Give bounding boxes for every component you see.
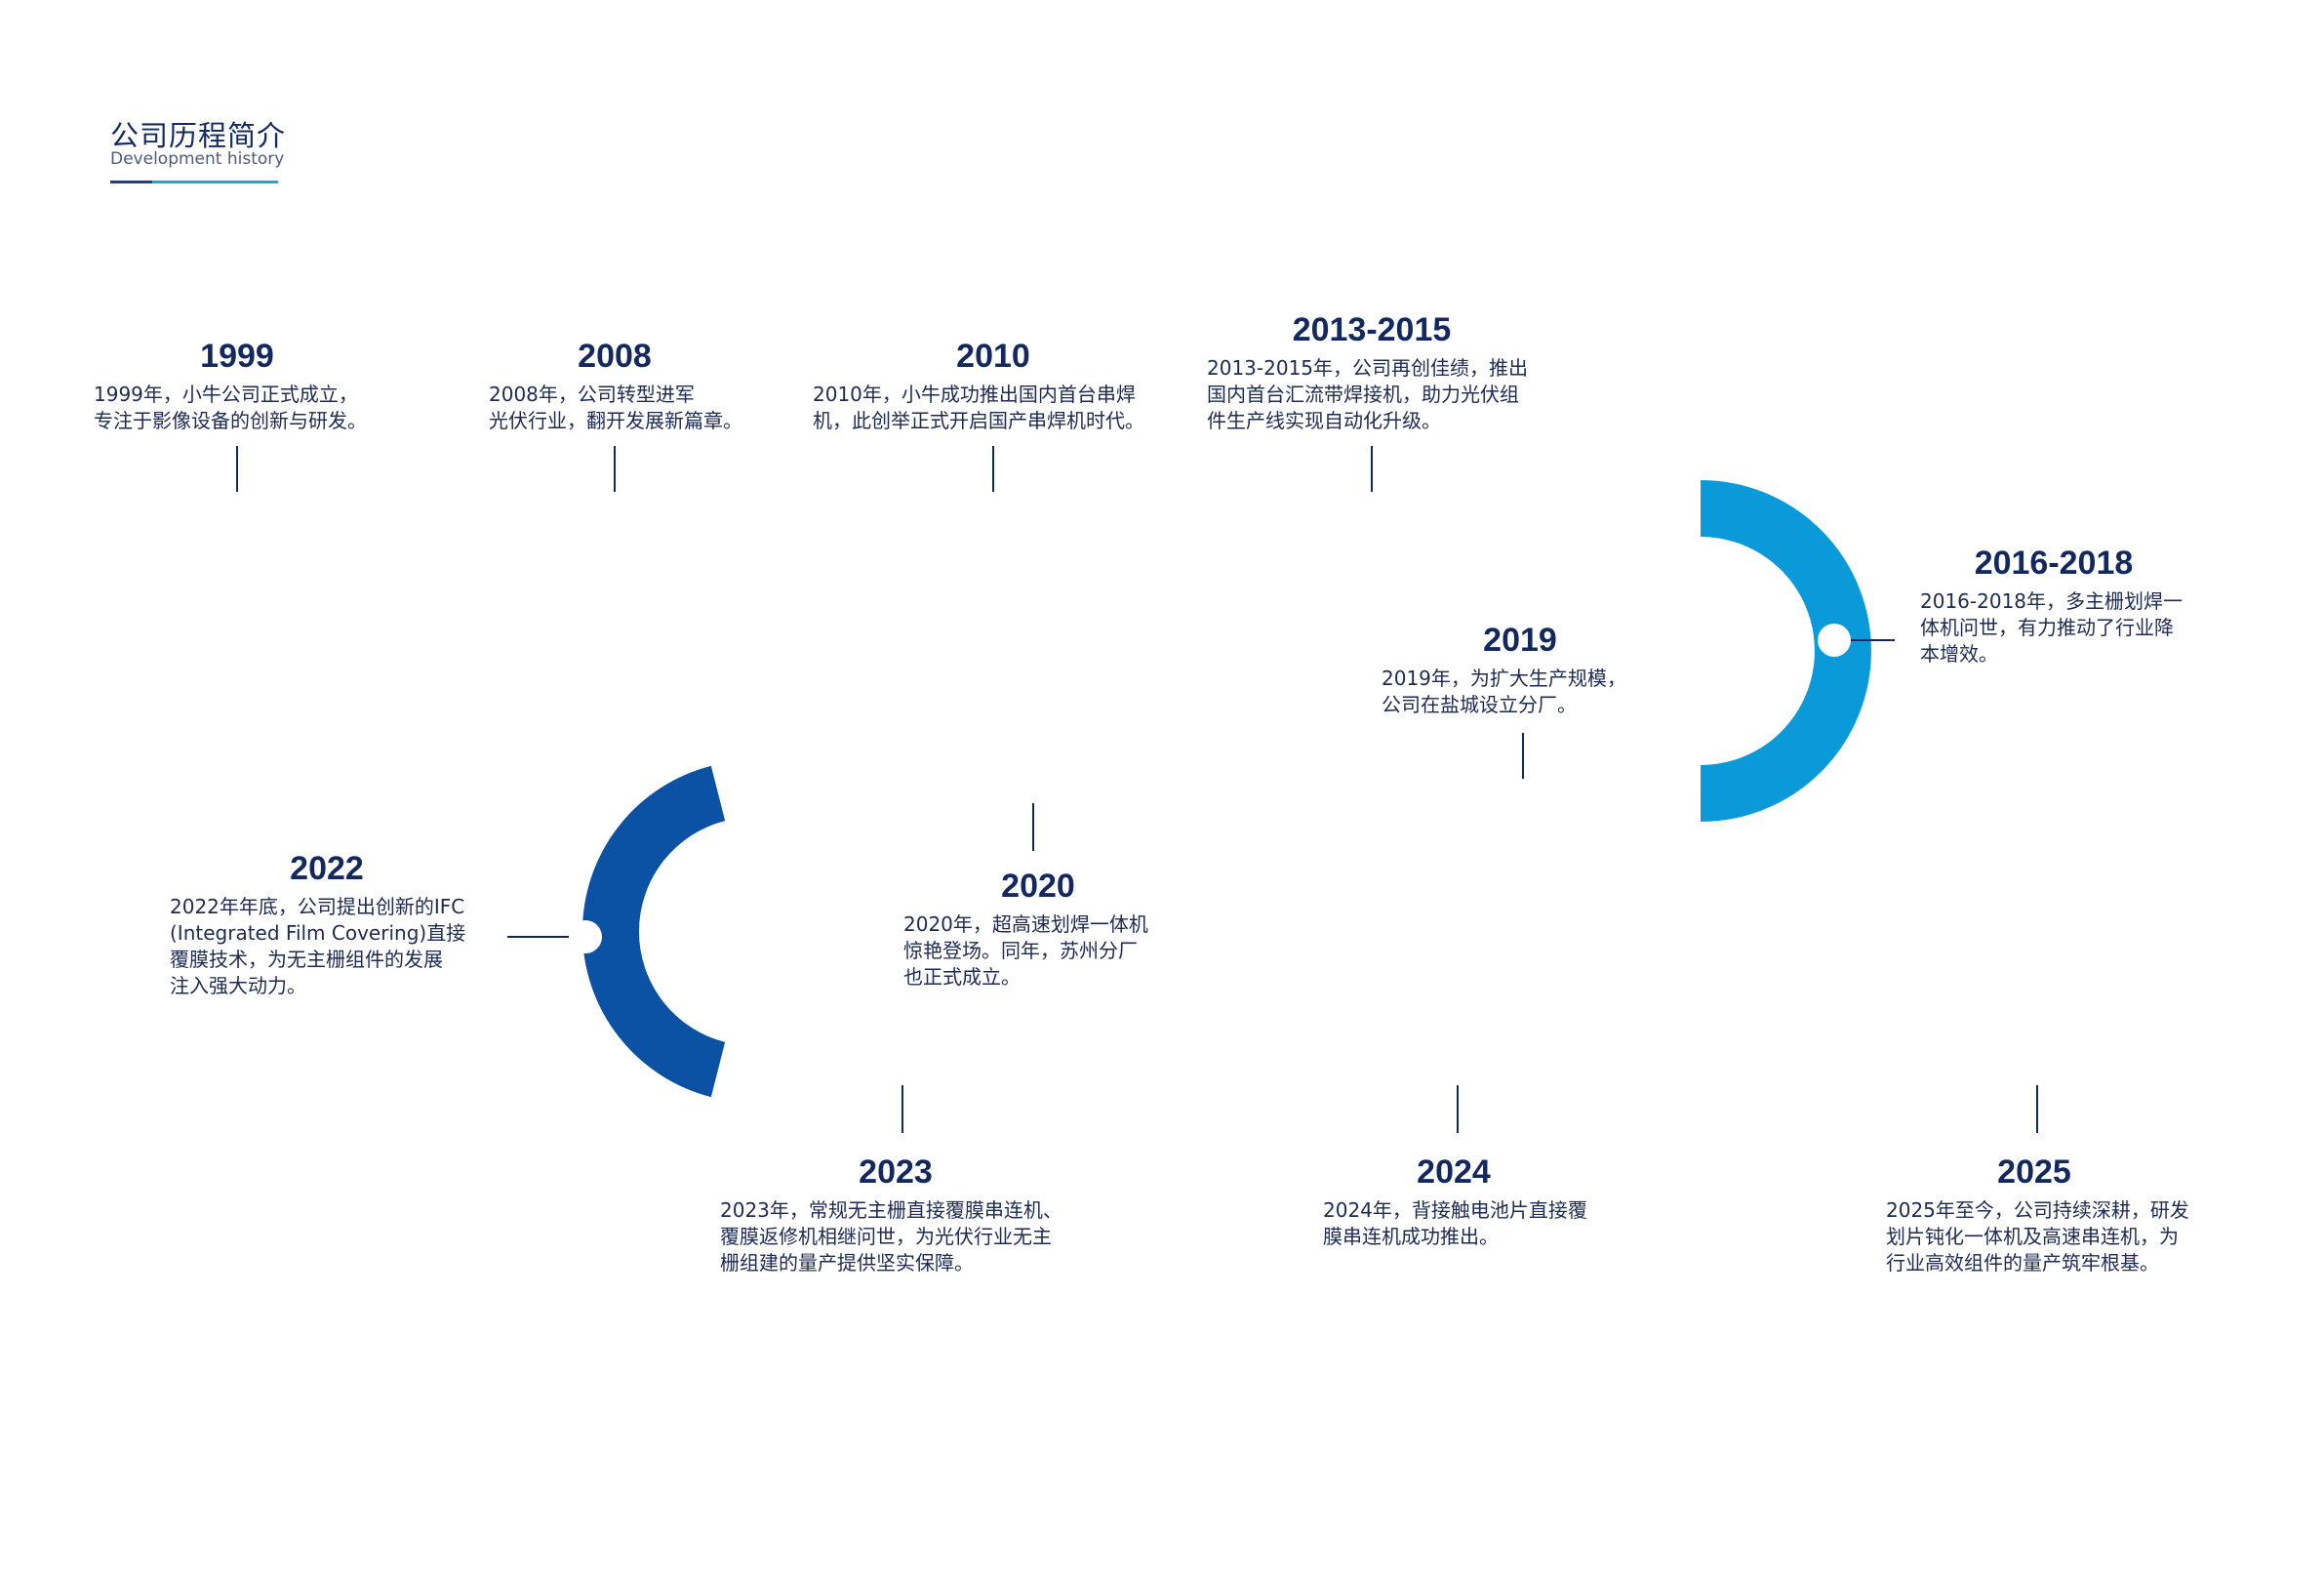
event-description-line: 机，此创举正式开启国产串焊机时代。: [813, 409, 1144, 432]
event-description-line: 2024年，背接触电池片直接覆: [1323, 1198, 1587, 1222]
event-node: [1017, 770, 1050, 803]
event-description-line: 也正式成立。: [903, 965, 1021, 989]
event-year: 2013-2015: [1292, 311, 1452, 348]
event-node: [1506, 779, 1540, 812]
event-description-line: 本增效。: [1920, 642, 1998, 666]
event-description-line: 2020年，超高速划焊一体机: [903, 912, 1148, 936]
event-description-line: 1999年，小牛公司正式成立，: [94, 383, 358, 406]
event-2008: 2008 2008年，公司转型进军光伏行业，翻开发展新篇章。: [489, 337, 801, 434]
event-2010: 2010 2010年，小牛成功推出国内首台串焊机，此创举正式开启国产串焊机时代。: [813, 337, 1183, 434]
event-description-line: 件生产线实现自动化升级。: [1207, 409, 1441, 432]
event-description-line: 2008年，公司转型进军: [489, 383, 695, 406]
event-2024: 2024 2024年，背接触电池片直接覆膜串连机成功推出。: [1323, 1153, 1645, 1250]
event-year: 2010: [956, 338, 1030, 375]
event-description-line: 2019年，为扩大生产规模，: [1382, 667, 1626, 690]
event-year: 2025: [1997, 1153, 2071, 1191]
event-description-line: 国内首台汇流带焊接机，助力光伏组: [1207, 383, 1519, 406]
event-description-line: 公司在盐城设立分厂。: [1382, 693, 1577, 716]
event-description-line: 2025年至今，公司持续深耕，研发: [1886, 1198, 2189, 1222]
event-description: 2020年，超高速划焊一体机惊艳登场。同年，苏州分厂也正式成立。: [903, 911, 1196, 991]
event-description-line: 2022年年底，公司提出创新的IFC: [170, 895, 465, 918]
event-description: 2023年，常规无主栅直接覆膜串连机、覆膜返修机相继问世，为光伏行业无主栅组建的…: [720, 1197, 1091, 1276]
event-2016-2018: 2016-2018 2016-2018年，多主栅划焊一体机问世，有力推动了行业降本…: [1920, 544, 2242, 668]
event-2019: 2019 2019年，为扩大生产规模， 公司在盐城设立分厂。: [1382, 621, 1674, 718]
event-node: [598, 492, 631, 525]
event-description-line: (Integrated Film Covering)直接: [170, 921, 466, 945]
event-description: 2022年年底，公司提出创新的IFC (Integrated Film Cover…: [170, 894, 492, 999]
event-year: 2019: [1483, 622, 1557, 659]
event-description-line: 专注于影像设备的创新与研发。: [94, 409, 367, 432]
event-description: 2008年，公司转型进军光伏行业，翻开发展新篇章。: [489, 382, 801, 434]
event-description-line: 2010年，小牛成功推出国内首台串焊: [813, 383, 1136, 406]
event-year: 2020: [1001, 868, 1075, 905]
event-description-line: 覆膜技术，为无主栅组件的发展: [170, 948, 443, 971]
event-description: 2013-2015年，公司再创佳绩，推出国内首台汇流带焊接机，助力光伏组件生产线…: [1207, 355, 1568, 434]
event-year: 2024: [1417, 1153, 1491, 1191]
event-node: [2021, 1052, 2054, 1085]
event-description-line: 注入强大动力。: [170, 974, 306, 997]
event-1999: 1999 1999年，小牛公司正式成立， 专注于影像设备的创新与研发。: [94, 337, 425, 434]
event-description: 2016-2018年，多主栅划焊一体机问世，有力推动了行业降本增效。: [1920, 588, 2242, 668]
event-year: 2022: [290, 850, 364, 887]
event-description: 2025年至今，公司持续深耕，研发划片钝化一体机及高速串连机，为行业高效组件的量…: [1886, 1197, 2237, 1276]
event-year: 1999: [200, 338, 274, 375]
page-subtitle: Development history: [110, 149, 285, 169]
event-description: 1999年，小牛公司正式成立， 专注于影像设备的创新与研发。: [94, 382, 425, 434]
event-description-line: 2016-2018年，多主栅划焊一: [1920, 589, 2184, 613]
title-underline: [110, 181, 278, 183]
page-title: 公司历程简介: [110, 119, 287, 152]
event-year: 2016-2018: [1974, 545, 2134, 582]
event-description-line: 2023年，常规无主栅直接覆膜串连机、: [720, 1198, 1062, 1222]
event-node: [1441, 1052, 1474, 1085]
event-description-line: 膜串连机成功推出。: [1323, 1225, 1499, 1248]
event-description-line: 2013-2015年，公司再创佳绩，推出: [1207, 356, 1529, 380]
event-description-line: 覆膜返修机相继问世，为光伏行业无主: [720, 1225, 1052, 1248]
event-2020: 2020 2020年，超高速划焊一体机惊艳登场。同年，苏州分厂也正式成立。: [903, 867, 1196, 991]
event-description-line: 光伏行业，翻开发展新篇章。: [489, 409, 742, 432]
event-node: [1355, 492, 1388, 525]
event-node: [220, 492, 254, 525]
event-year: 2023: [859, 1153, 933, 1191]
event-description-line: 栅组建的量产提供坚实保障。: [720, 1251, 974, 1275]
event-year: 2008: [578, 338, 652, 375]
event-node: [1818, 624, 1851, 657]
event-description-line: 划片钝化一体机及高速串连机，为: [1886, 1225, 2179, 1248]
event-description: 2024年，背接触电池片直接覆膜串连机成功推出。: [1323, 1197, 1645, 1250]
event-node: [977, 492, 1010, 525]
event-2022: 2022 2022年年底，公司提出创新的IFC (Integrated Film C…: [170, 849, 492, 999]
event-description: 2010年，小牛成功推出国内首台串焊机，此创举正式开启国产串焊机时代。: [813, 382, 1183, 434]
event-description-line: 惊艳登场。同年，苏州分厂: [903, 939, 1138, 962]
road-left-curve: [582, 765, 726, 1098]
event-2023: 2023 2023年，常规无主栅直接覆膜串连机、覆膜返修机相继问世，为光伏行业无主…: [720, 1153, 1091, 1276]
event-node: [569, 920, 602, 953]
event-description-line: 行业高效组件的量产筑牢根基。: [1886, 1251, 2159, 1275]
event-2025: 2025 2025年至今，公司持续深耕，研发划片钝化一体机及高速串连机，为行业高效…: [1886, 1153, 2237, 1276]
event-description-line: 体机问世，有力推动了行业降: [1920, 616, 2174, 639]
event-description: 2019年，为扩大生产规模， 公司在盐城设立分厂。: [1382, 666, 1674, 718]
event-2013-2015: 2013-2015 2013-2015年，公司再创佳绩，推出国内首台汇流带焊接机，…: [1207, 310, 1568, 434]
event-node: [886, 1052, 919, 1085]
